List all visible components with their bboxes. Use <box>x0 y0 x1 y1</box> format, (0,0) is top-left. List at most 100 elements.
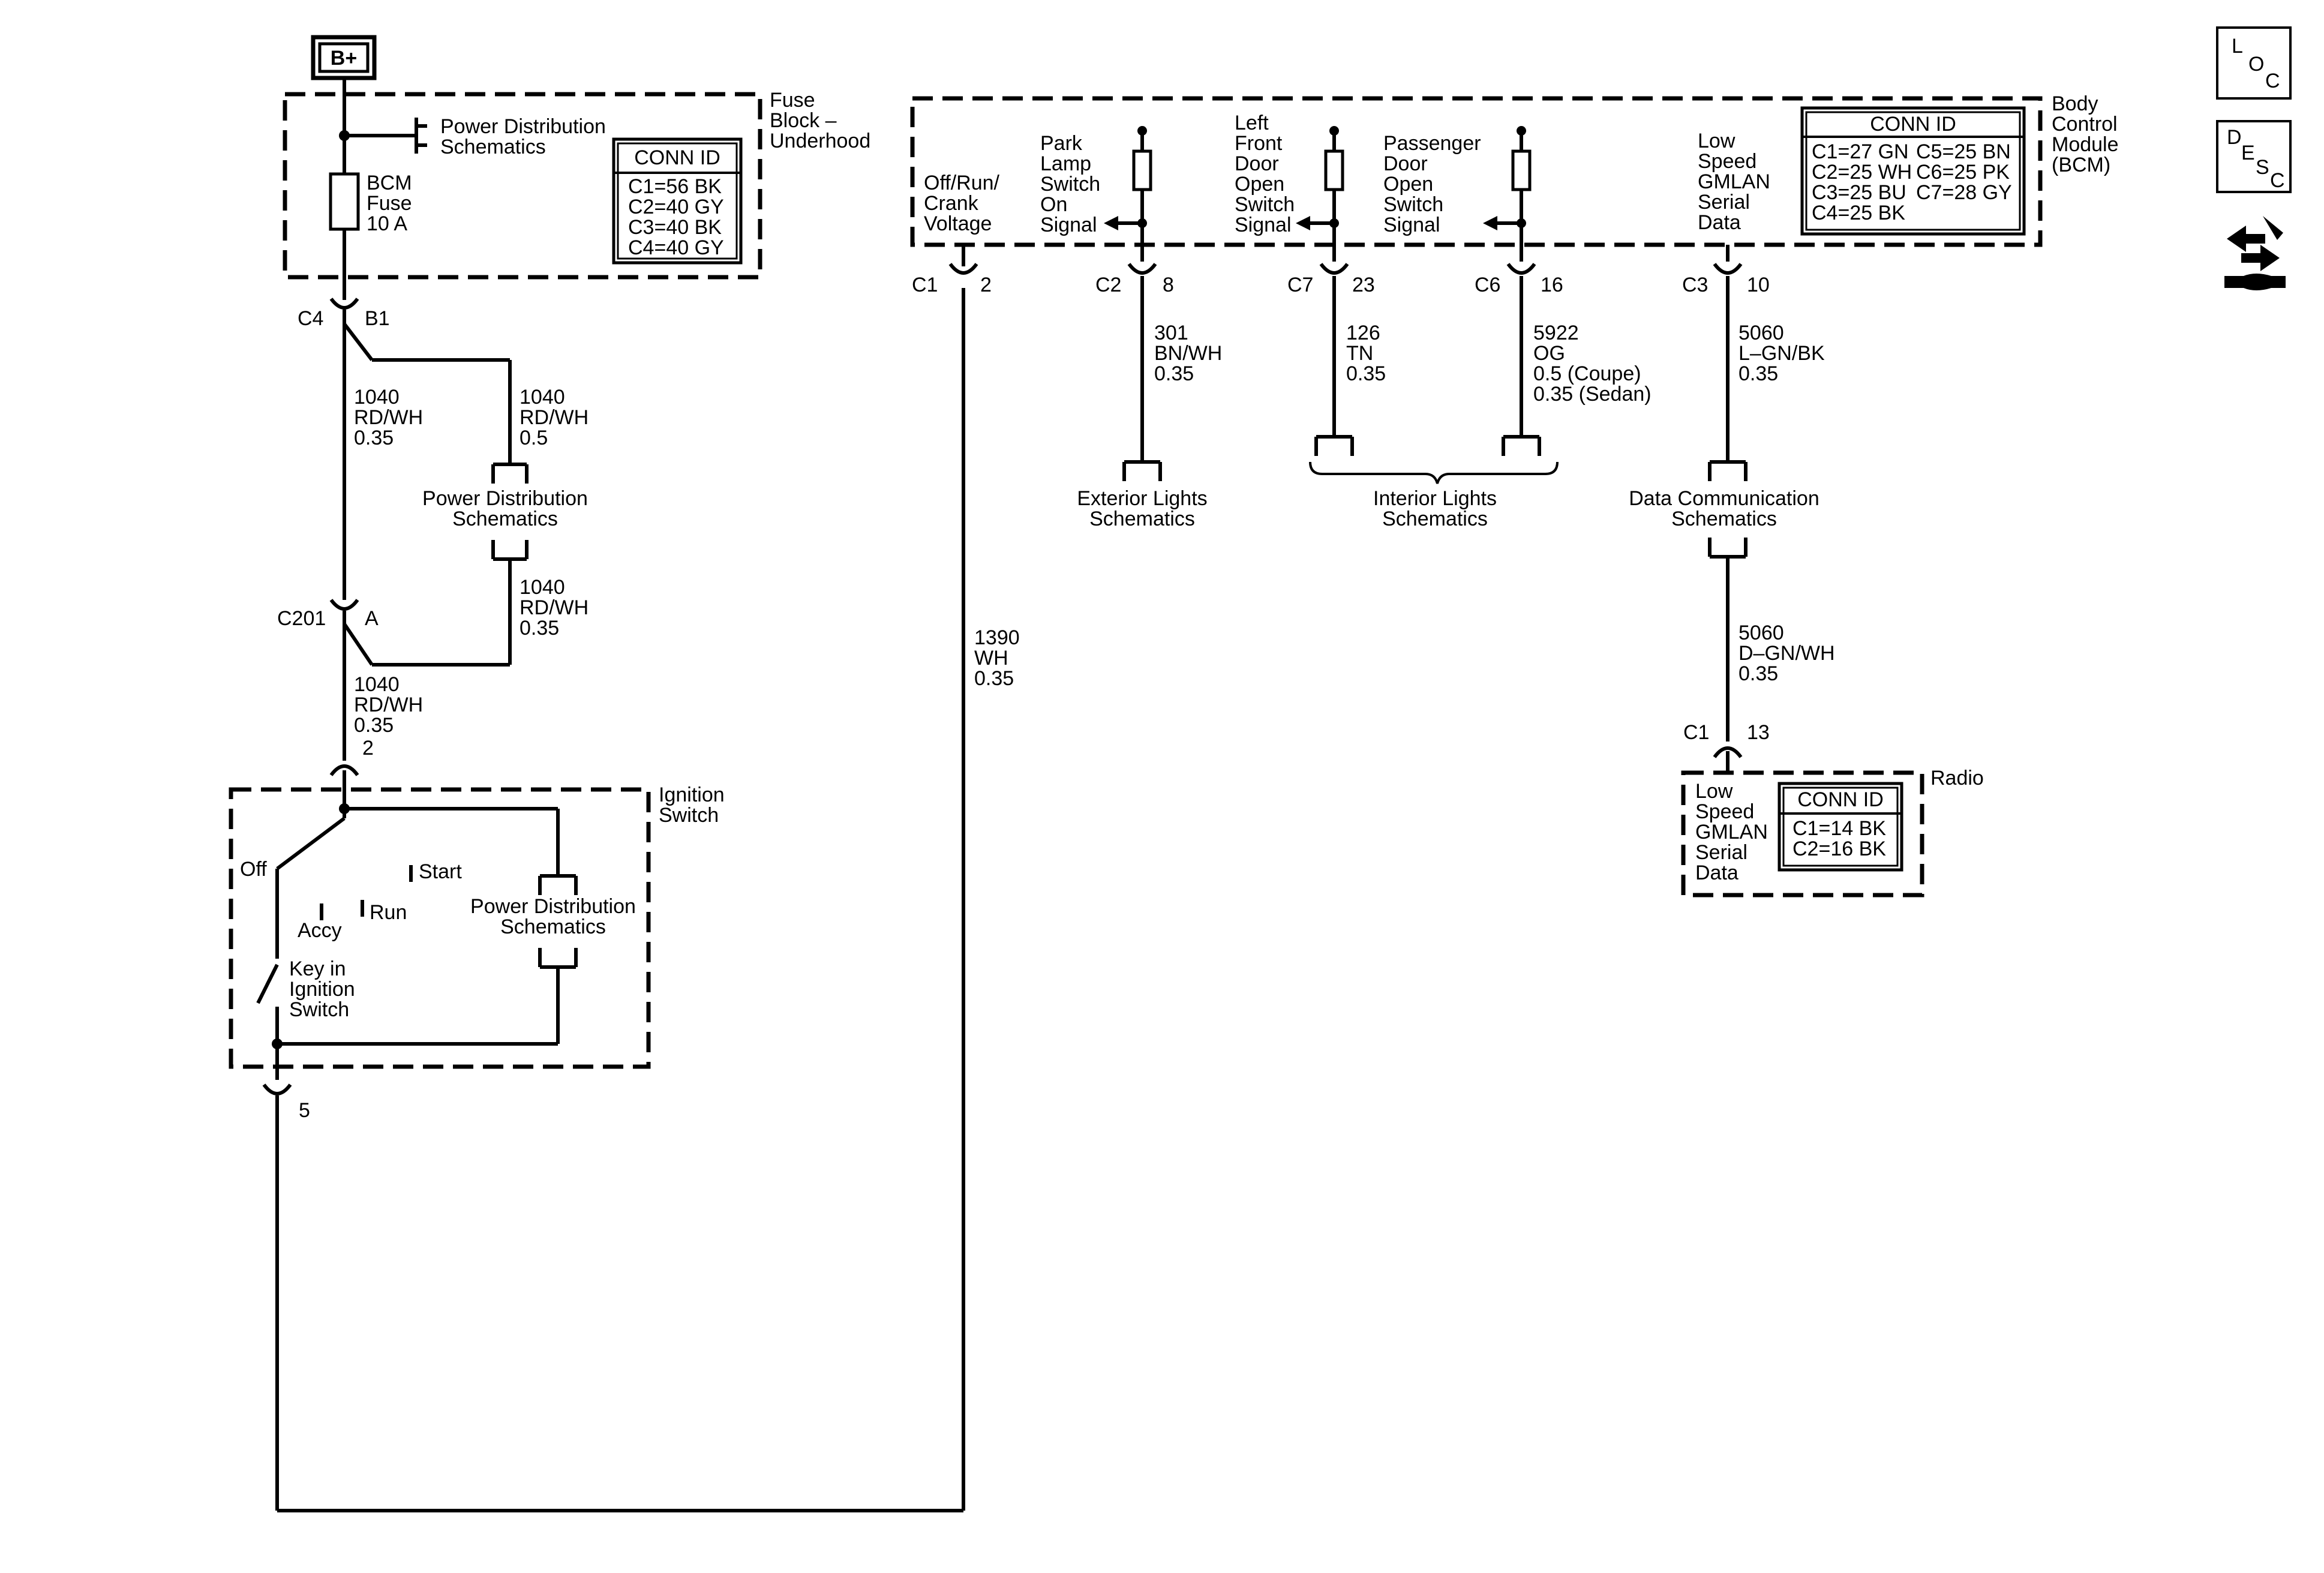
pd-splice-pack-top <box>491 463 529 484</box>
svg-text:0.35: 0.35 <box>520 617 559 640</box>
bcm-conn-id: CONN ID C1=27 GN C2=25 WH C3=25 BU C4=25… <box>1800 106 2026 236</box>
svg-text:CONN ID: CONN ID <box>1870 113 1956 136</box>
svg-text:Door: Door <box>1235 152 1279 175</box>
svg-text:0.35: 0.35 <box>1346 362 1386 385</box>
svg-text:Lamp: Lamp <box>1040 152 1091 175</box>
svg-text:C1: C1 <box>1683 721 1709 744</box>
svg-text:Switch: Switch <box>1040 173 1100 196</box>
wire-5922-label: 5922 OG 0.5 (Coupe) 0.35 (Sedan) <box>1533 322 1652 406</box>
wire-1040-left-top-label: 1040 RD/WH 0.35 <box>354 386 423 449</box>
fuse-block-name: Fuse Block – Underhood <box>770 89 870 152</box>
navigation-arrows-icon[interactable] <box>2224 216 2286 290</box>
interior-lights-ref[interactable]: Interior Lights Schematics <box>1373 487 1497 530</box>
svg-text:Control: Control <box>2052 113 2118 136</box>
wire-5060-upper-label: 5060 L–GN/BK 0.35 <box>1739 322 1825 385</box>
svg-text:C4=40 GY: C4=40 GY <box>628 236 724 259</box>
pd-splice-ref[interactable]: Power Distribution Schematics <box>422 487 588 530</box>
bcm-gmlan-label: Low Speed GMLAN Serial Data <box>1698 130 1770 234</box>
c4-connector: C4 B1 <box>298 277 390 330</box>
svg-text:Switch: Switch <box>659 804 719 827</box>
bcm-pin-c3-10: C3 10 <box>1682 263 1770 462</box>
svg-text:Data: Data <box>1695 861 1739 884</box>
radio-box <box>1681 770 1924 897</box>
svg-text:Block –: Block – <box>770 109 837 132</box>
wire-1040-lower-label: 1040 RD/WH 0.35 <box>354 673 423 737</box>
svg-text:Schematics: Schematics <box>440 136 546 158</box>
svg-text:C1: C1 <box>912 274 938 296</box>
svg-text:Fuse: Fuse <box>770 89 815 112</box>
svg-text:Low: Low <box>1695 780 1733 803</box>
ign-pd-pack-top <box>538 874 578 895</box>
svg-text:C7: C7 <box>1287 274 1313 296</box>
data-comm-ref[interactable]: Data Communication Schematics <box>1629 487 1819 530</box>
ignition-pd-ref[interactable]: Power Distribution Schematics <box>470 895 636 938</box>
svg-text:GMLAN: GMLAN <box>1698 170 1770 193</box>
svg-text:Voltage: Voltage <box>924 212 992 235</box>
data-comm-pack-bottom <box>1708 538 1747 559</box>
svg-text:C: C <box>2265 70 2280 92</box>
loc-icon[interactable]: L O C <box>2216 26 2292 100</box>
svg-text:CONN ID: CONN ID <box>1797 788 1884 811</box>
svg-text:Power Distribution: Power Distribution <box>440 115 606 138</box>
ignition-switch-blade <box>276 816 346 870</box>
svg-text:Underhood: Underhood <box>770 130 870 152</box>
key-in-switch-blade <box>256 963 279 1004</box>
svg-text:TN: TN <box>1346 342 1373 365</box>
svg-text:Front: Front <box>1235 132 1283 155</box>
svg-text:5: 5 <box>299 1099 310 1122</box>
svg-text:0.35: 0.35 <box>974 667 1014 690</box>
svg-text:1390: 1390 <box>974 626 1020 649</box>
svg-text:Serial: Serial <box>1695 841 1747 864</box>
svg-text:0.35: 0.35 <box>1739 662 1778 685</box>
svg-text:Signal: Signal <box>1235 214 1292 236</box>
svg-text:0.35: 0.35 <box>1154 362 1194 385</box>
pos-run-label: Run <box>370 901 407 924</box>
svg-text:Open: Open <box>1383 173 1433 196</box>
svg-text:Low: Low <box>1698 130 1736 152</box>
svg-text:C2=40 GY: C2=40 GY <box>628 196 724 218</box>
svg-text:Body: Body <box>2052 92 2098 115</box>
wire-1390-label: 1390 WH 0.35 <box>974 626 1020 690</box>
interior-lights-pack-left <box>1314 435 1354 456</box>
pass-door-input <box>1483 126 1532 262</box>
svg-text:GMLAN: GMLAN <box>1695 821 1768 843</box>
pos-accy-label: Accy <box>298 919 342 942</box>
svg-text:0.5: 0.5 <box>520 427 548 449</box>
lf-door-input <box>1296 126 1344 262</box>
svg-text:C2=16 BK: C2=16 BK <box>1792 837 1886 860</box>
svg-text:Speed: Speed <box>1698 150 1756 173</box>
svg-text:Passenger: Passenger <box>1383 132 1481 155</box>
fuse-block-conn-id: CONN ID C1=56 BK C2=40 GY C3=40 BK C4=40… <box>612 137 743 265</box>
bcm-fuse-label: BCM Fuse 10 A <box>367 172 412 235</box>
svg-text:(BCM): (BCM) <box>2052 154 2110 176</box>
svg-text:RD/WH: RD/WH <box>520 406 588 429</box>
svg-text:0.35: 0.35 <box>354 714 394 737</box>
fuse-block-pd-ref[interactable]: Power Distribution Schematics <box>440 115 606 158</box>
wire-126-label: 126 TN 0.35 <box>1346 322 1386 385</box>
svg-text:C1=56 BK: C1=56 BK <box>628 175 722 198</box>
pos-start-label: Start <box>419 860 462 883</box>
svg-text:8: 8 <box>1163 274 1174 296</box>
svg-text:B1: B1 <box>365 307 390 330</box>
svg-text:CONN ID: CONN ID <box>634 146 720 169</box>
svg-text:0.5 (Coupe): 0.5 (Coupe) <box>1533 362 1641 385</box>
svg-text:C4: C4 <box>298 307 323 330</box>
bcm-module-box <box>910 96 2043 247</box>
wire-1040-right-bottom-label: 1040 RD/WH 0.35 <box>520 576 588 640</box>
svg-text:Ignition: Ignition <box>659 784 725 806</box>
desc-icon[interactable]: D E S C <box>2216 120 2292 193</box>
svg-text:Power Distribution: Power Distribution <box>422 487 588 510</box>
ignition-switch-box <box>229 787 651 1069</box>
svg-text:Left: Left <box>1235 112 1269 134</box>
svg-text:D: D <box>2227 126 2242 149</box>
wire-301-label: 301 BN/WH 0.35 <box>1154 322 1222 385</box>
exterior-lights-ref[interactable]: Exterior Lights Schematics <box>1077 487 1207 530</box>
svg-text:Fuse: Fuse <box>367 192 412 215</box>
svg-text:Open: Open <box>1235 173 1284 196</box>
svg-text:Signal: Signal <box>1040 214 1097 236</box>
svg-text:Schematics: Schematics <box>1671 508 1777 530</box>
pd-splice-pack-bottom <box>491 540 529 561</box>
data-comm-pack-top <box>1708 460 1747 481</box>
svg-text:L–GN/BK: L–GN/BK <box>1739 342 1825 365</box>
svg-text:Signal: Signal <box>1383 214 1440 236</box>
